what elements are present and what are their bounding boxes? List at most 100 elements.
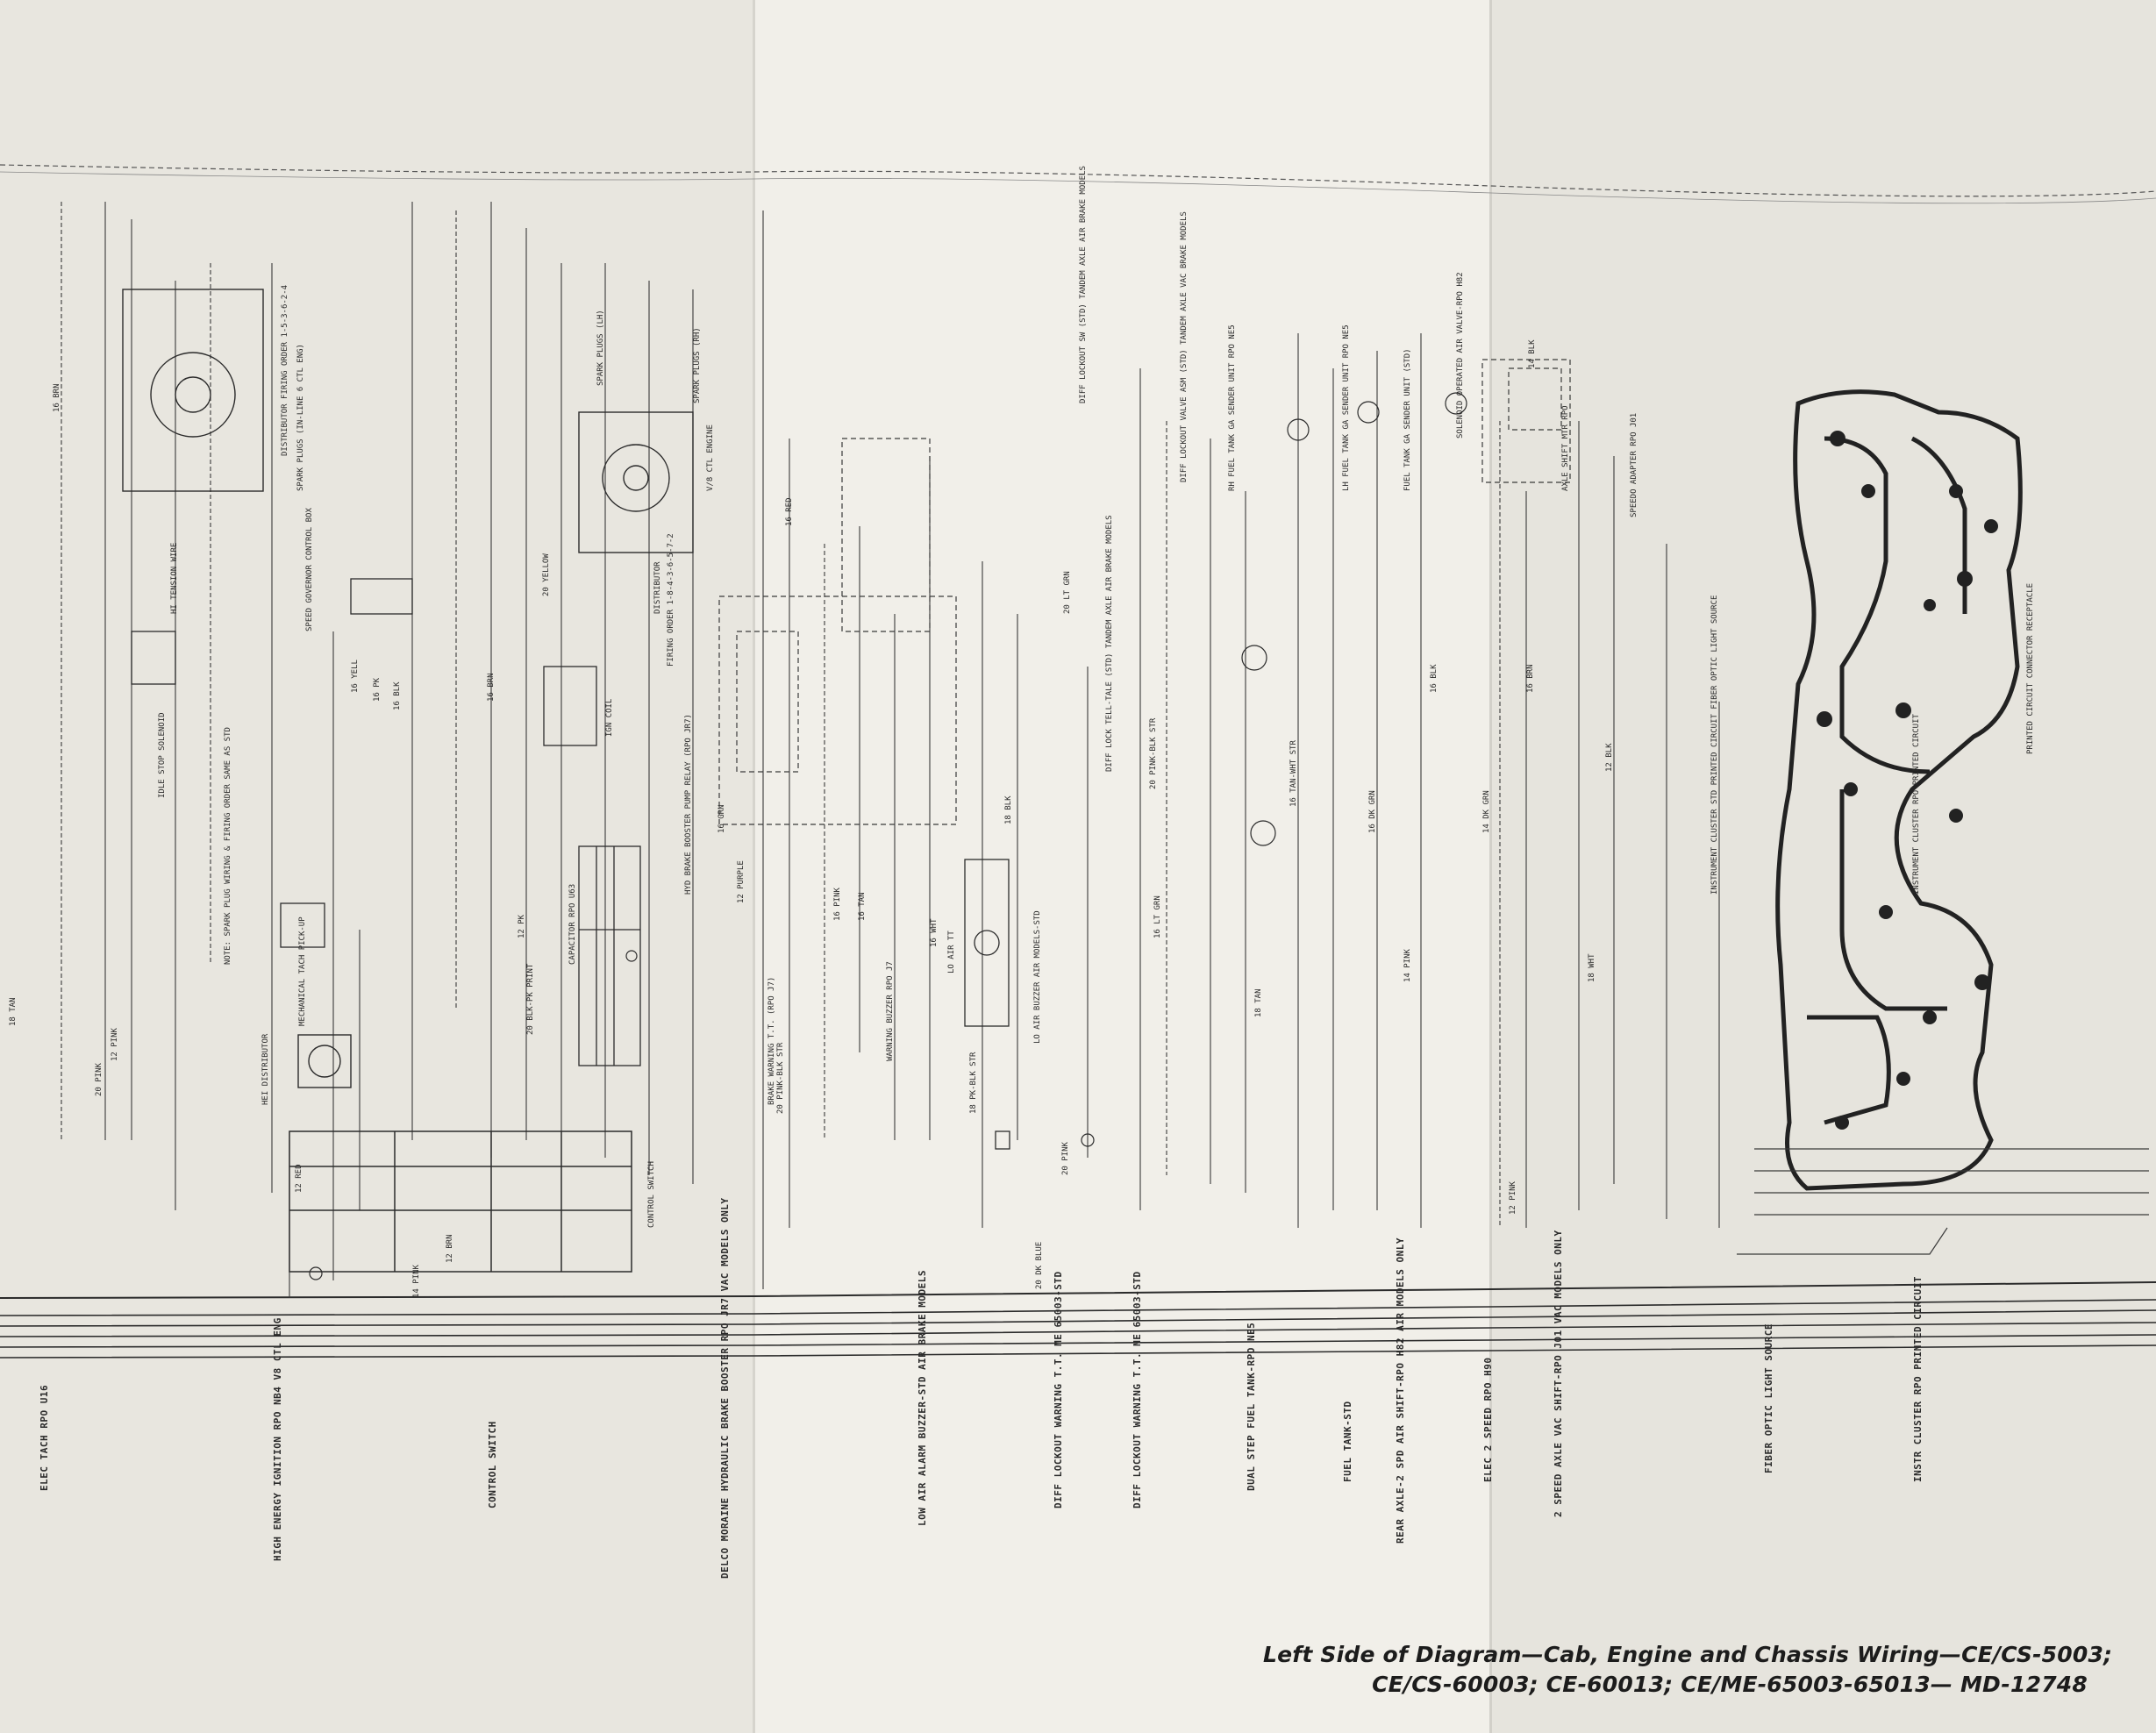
wire-label: 12 PK	[518, 914, 526, 938]
fold-crease	[753, 0, 755, 1733]
section-label-low-air: LOW AIR ALARM BUZZER-STD AIR BRAKE MODEL…	[917, 1269, 928, 1526]
label-ign-coil: IGN COIL	[605, 698, 614, 737]
label-lo-air-tt: LO AIR TT	[947, 931, 956, 973]
section-label-fiber-optic: FIBER OPTIC LIGHT SOURCE	[1763, 1323, 1774, 1473]
wire-label: 18 TAN	[1254, 988, 1263, 1017]
wire-label: 12 PINK	[1509, 1181, 1517, 1215]
label-diff-lock-tt: DIFF LOCK TELL-TALE (STD) TANDEM AXLE AI…	[1105, 515, 1114, 772]
label-hei-distributor: HEI DISTRIBUTOR	[261, 1033, 270, 1105]
wire-label: 16 BLK	[1430, 664, 1439, 693]
wire-label: 14 PINK	[412, 1265, 421, 1298]
wire-label: 16 DK GRN	[1368, 790, 1377, 833]
wire-label: 14 BLK	[1528, 339, 1537, 368]
diagram-title: Left Side of Diagram—Cab, Engine and Cha…	[1263, 1640, 2113, 1700]
top-border	[0, 164, 2156, 204]
instrument-cluster-bulbs	[1817, 431, 1998, 1130]
paper-panel-right	[1491, 0, 2156, 1733]
label-firing-order-v8: FIRING ORDER 1-8-4-3-6-5-7-2	[667, 533, 675, 667]
section-label-diff-lockout-1: DIFF LOCKOUT WARNING T.T. ME 65003-STD	[1053, 1271, 1064, 1508]
wire-label: 14 PINK	[1403, 949, 1412, 982]
wire-label: 16 BRN	[1526, 664, 1535, 693]
wire-label: 20 LT GRN	[1063, 571, 1072, 614]
label-brake-warning: BRAKE WARNING T.T. (RPO J7)	[767, 976, 776, 1105]
label-note-spark: NOTE: SPARK PLUG WIRING & FIRING ORDER S…	[224, 727, 232, 965]
wire-label: 20 PINK	[1061, 1142, 1070, 1175]
wire-label: 16 WHT	[930, 918, 939, 947]
label-lo-air-buzzer: LO AIR BUZZER AIR MODELS-STD	[1033, 910, 1042, 1044]
wire-label: 20 YELLOW	[542, 553, 551, 596]
connector-lines	[1737, 1148, 2149, 1255]
label-instrument-cluster-1: INSTRUMENT CLUSTER STD PRINTED CIRCUIT F…	[1710, 595, 1719, 895]
section-label-instr-cluster: INSTR CLUSTER RPO PRINTED CIRCUIT	[1912, 1275, 1924, 1482]
label-diff-lockout-sw: DIFF LOCKOUT SW (STD) TANDEM AXLE AIR BR…	[1079, 166, 1088, 403]
bus-lines	[0, 1281, 2156, 1359]
component-boxes	[131, 578, 597, 948]
wire-label: 16 PINK	[833, 888, 842, 921]
section-label-control-switch: CONTROL SWITCH	[487, 1421, 498, 1508]
label-instrument-cluster-2: INSTRUMENT CLUSTER RPO PRINTED CIRCUIT	[1912, 714, 1921, 895]
section-label-2-speed-vac: 2 SPEED AXLE VAC SHIFT-RPO J01 VAC MODEL…	[1553, 1230, 1564, 1517]
wire-label: 16 YELL	[351, 660, 360, 693]
wire-label: 16 BRN	[487, 673, 496, 702]
label-capacitor: CAPACITOR RPO U63	[568, 883, 577, 965]
wire-label: 14 DK GRN	[1482, 790, 1491, 833]
label-solenoid-valve: SOLENOID OPERATED AIR VALVE-RPO H82	[1456, 272, 1465, 439]
brake-booster-box	[718, 438, 957, 825]
label-idle-stop-solenoid: IDLE STOP SOLENOID	[158, 712, 167, 798]
wire-label: 18 WHT	[1588, 953, 1596, 982]
symbols	[309, 392, 1467, 1280]
label-printed-circuit: PRINTED CIRCUIT CONNECTOR RECEPTACLE	[2026, 582, 2035, 754]
section-label-elec-2-speed: ELEC 2 SPEED RPO H90	[1482, 1357, 1494, 1482]
wire-label: 20 BLK-PK PRINT	[526, 963, 535, 1035]
label-distributor-firing-order: DISTRIBUTOR FIRING ORDER 1-5-3-6-2-4	[281, 284, 289, 456]
wire-label: 16 RED	[785, 497, 794, 526]
section-label-rear-axle: REAR AXLE-2 SPD AIR SHIFT-RPO H82 AIR MO…	[1395, 1237, 1406, 1544]
wire-label: 18 PK-BLK STR	[969, 1052, 978, 1114]
wire-label: 16 GRN	[717, 804, 726, 833]
label-spark-plugs-inline6: SPARK PLUGS (IN-LINE 6 CTL ENG)	[296, 344, 305, 491]
wire-label: 20 PINK-BLK STR	[776, 1042, 785, 1114]
label-distributor: DISTRIBUTOR	[653, 561, 662, 614]
label-lh-fuel-tank: LH FUEL TANK GA SENDER UNIT RPO NE5	[1342, 324, 1351, 491]
label-axle-shift-mtr: AXLE SHIFT MTR RPO	[1561, 405, 1570, 491]
label-spark-plugs-rh: SPARK PLUGS (RH)	[693, 327, 702, 403]
label-diff-lockout-valve: DIFF LOCKOUT VALVE ASM (STD) TANDEM AXLE…	[1180, 211, 1189, 482]
wires-left	[61, 202, 694, 1298]
wire-label: 20 PINK	[95, 1063, 104, 1096]
label-rh-fuel-tank: RH FUEL TANK GA SENDER UNIT RPO NE5	[1228, 324, 1237, 491]
paper-panel-middle	[754, 0, 1491, 1733]
label-v8-ctl-engine: V/8 CTL ENGINE	[706, 424, 715, 491]
wire-label: 12 RED	[295, 1164, 303, 1193]
wire-label: 16 LT GRN	[1153, 895, 1162, 938]
wire-label: 12 BLK	[1605, 743, 1614, 772]
solenoid-valve-box	[1481, 359, 1571, 483]
wire-label: 20 DK BLUE	[1035, 1241, 1044, 1289]
label-control-switch: CONTROL SWITCH	[647, 1161, 656, 1228]
wire-label: 12 BRN	[446, 1234, 454, 1263]
label-speed-governor: SPEED GOVERNOR CONTROL BOX	[305, 508, 314, 631]
distributor-symbols	[122, 289, 694, 1088]
wire-label: 18 BLK	[1004, 795, 1013, 824]
label-warning-buzzer: WARNING BUZZER RPO J7	[886, 961, 895, 1061]
section-label-fuel-tank: FUEL TANK-STD	[1342, 1401, 1353, 1482]
wire-label: 12 PINK	[111, 1028, 119, 1061]
wire-label: 18 TAN	[9, 997, 18, 1026]
section-label-diff-lockout-2: DIFF LOCKOUT WARNING T.T. ME 65003-STD	[1132, 1271, 1143, 1508]
section-label-dual-fuel: DUAL STEP FUEL TANK-RPO NE5	[1246, 1322, 1257, 1491]
wire-label: 16 BRN	[53, 383, 61, 412]
wire-label: 12 PURPLE	[737, 860, 746, 903]
label-fuel-tank-sender: FUEL TANK GA SENDER UNIT (STD)	[1403, 348, 1412, 491]
wire-label: 16 TAN-WHT STR	[1289, 740, 1298, 807]
label-magnetic-pickup: MECHANICAL TACH PICK-UP	[298, 916, 307, 1026]
section-label-elec-tach: ELEC TACH RPO U16	[39, 1384, 50, 1491]
fold-crease	[1489, 0, 1492, 1733]
wire-label: 16 PK	[373, 677, 382, 702]
title-line-1: Left Side of Diagram—Cab, Engine and Cha…	[1263, 1642, 2113, 1667]
wire-label: 20 PINK-BLK STR	[1149, 717, 1158, 789]
lo-air-buzzer-box	[964, 859, 1010, 1150]
wires-right	[1499, 421, 1720, 1228]
section-label-hei: HIGH ENERGY IGNITION RPO NB4 V8 CTL ENG	[272, 1317, 283, 1561]
instrument-cluster-circuit	[1775, 389, 2023, 1191]
